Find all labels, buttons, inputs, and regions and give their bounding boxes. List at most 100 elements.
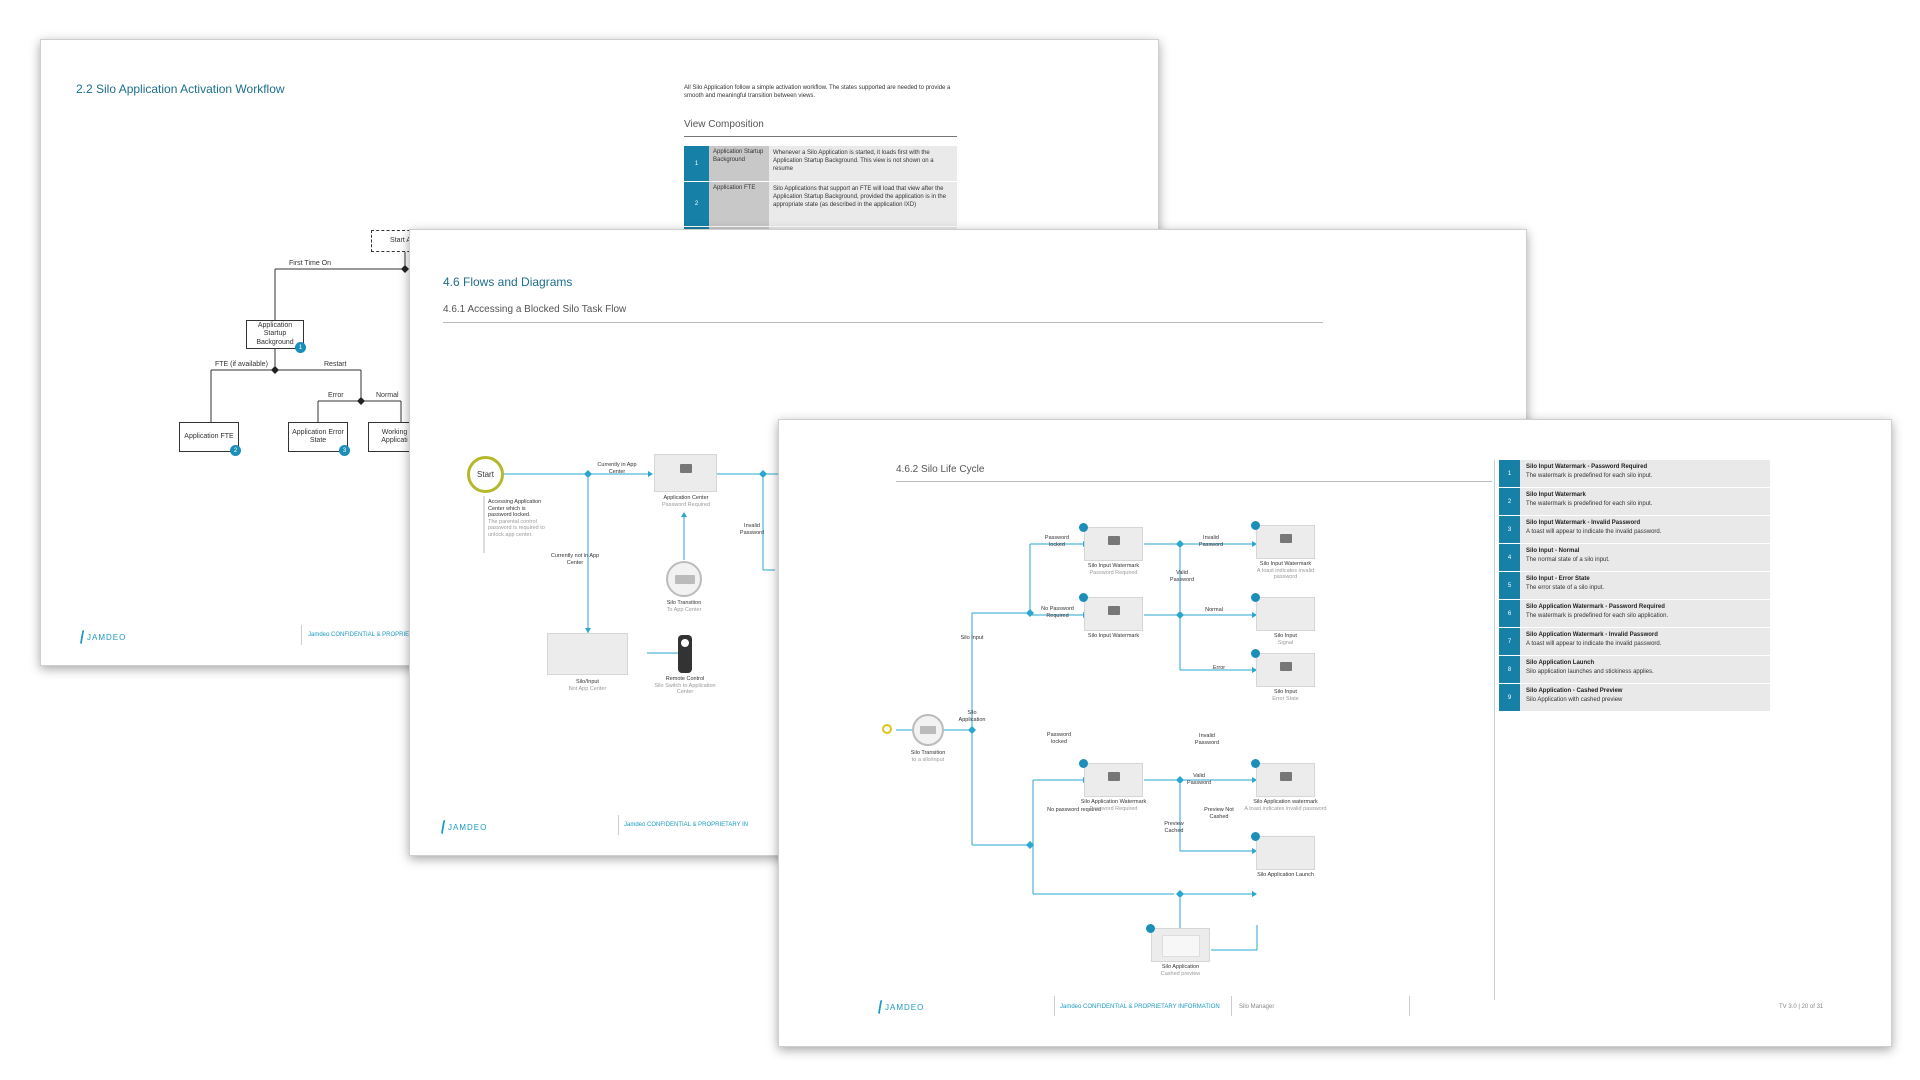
edge-label: Currently not in App Center <box>550 553 600 566</box>
row-number: 2 <box>684 182 709 226</box>
jamdeo-logo: JAMDEO <box>79 630 126 644</box>
edge-label: Preview Not Cashed <box>1204 807 1234 820</box>
badge-3 <box>1251 521 1260 530</box>
badge-8 <box>1251 832 1260 841</box>
row-name: Application Startup Background <box>709 146 769 181</box>
edge-label: Valid Password <box>1169 570 1195 583</box>
table-row: 1 Application Startup Background Wheneve… <box>684 146 957 181</box>
badge-3: 3 <box>339 445 350 456</box>
jamdeo-logo: JAMDEO <box>440 820 487 834</box>
screen-silo-app-watermark-password <box>1084 763 1143 797</box>
intro-text: All Silo Application follow a simple act… <box>684 85 951 100</box>
node-application-fte: Application FTE <box>179 422 239 452</box>
section-title: 4.6 Flows and Diagrams <box>443 275 573 289</box>
row-number: 1 <box>684 146 709 181</box>
footer-page-number: TV 3.0 | 20 of 31 <box>1779 1004 1824 1010</box>
edge-label: Invalid Password <box>739 523 765 536</box>
start-note: Accessing Application Center which is pa… <box>488 499 545 538</box>
screen-silo-app-cashed-preview <box>1151 928 1210 962</box>
edge-label: First Time On <box>289 260 332 267</box>
badge-5 <box>1251 649 1260 658</box>
footer-confidential: Jamdeo CONFIDENTIAL & PROPRIETARY <box>308 632 425 638</box>
silo-life-cycle-connectors <box>896 540 1258 951</box>
screen-silo-app-launch <box>1256 836 1315 870</box>
badge-1: 1 <box>295 342 306 353</box>
silo-transition-icon <box>912 714 944 746</box>
badge-2 <box>1079 593 1088 602</box>
start-node: Start <box>467 456 504 493</box>
screen-silo-input-invalid-password <box>1256 525 1315 559</box>
screen-silo-input-error <box>1256 653 1315 687</box>
screen-label: Silo Input Watermark <box>1087 633 1140 639</box>
edge-label: Invalid Password <box>1194 733 1220 746</box>
edge-label: Currently in App Center <box>597 462 637 475</box>
screen-silo-input <box>547 633 628 675</box>
jamdeo-logo: JAMDEO <box>877 1000 924 1014</box>
edge-label: No password required <box>1047 807 1101 813</box>
footer-confidential: Jamdeo CONFIDENTIAL & PROPRIETARY IN <box>624 822 749 828</box>
badge-7 <box>1251 759 1260 768</box>
badge-4 <box>1251 593 1260 602</box>
remote-control-icon <box>678 635 692 673</box>
edge-label: Invalid Password <box>1198 535 1224 548</box>
footer-confidential: Jamdeo CONFIDENTIAL & PROPRIETARY INFORM… <box>1060 1004 1220 1010</box>
entry-point-icon <box>882 724 892 734</box>
screen-label: Silo Application Launch <box>1257 872 1314 878</box>
node-startup-background: Application Startup Background <box>246 320 304 349</box>
edge-label: Error <box>328 392 344 399</box>
badge-1 <box>1079 523 1088 532</box>
view-composition-title: View Composition <box>684 119 764 130</box>
edge-label: Silo Input <box>960 635 984 641</box>
screen-silo-input-normal <box>1256 597 1315 631</box>
row-desc: Whenever a Silo Application is started, … <box>769 146 957 181</box>
badge-2: 2 <box>230 445 241 456</box>
edge-label: Password locked <box>1044 535 1070 548</box>
edge-label: Preview Cached <box>1164 821 1184 834</box>
edge-label: Normal <box>376 392 399 399</box>
section-title: 2.2 Silo Application Activation Workflow <box>76 82 285 96</box>
row-desc: Silo Applications that support an FTE wi… <box>769 182 957 226</box>
screen-silo-input-watermark <box>1084 597 1143 631</box>
edge-label: Normal <box>1205 607 1223 613</box>
edge-label: Valid Password <box>1186 773 1212 786</box>
subsection-title: 4.6.2 Silo Life Cycle <box>896 464 985 475</box>
edge-label: Password locked <box>1046 732 1072 745</box>
edge-label: No Password Required <box>1041 606 1074 619</box>
edge-label: Restart <box>324 361 347 368</box>
footer-document: Silo Manager <box>1239 1004 1275 1010</box>
view-composition-table: 1 Application Startup Background Wheneve… <box>684 146 957 238</box>
divider <box>896 481 1492 482</box>
divider <box>443 322 1323 323</box>
row-name: Application FTE <box>709 182 769 226</box>
screen-silo-app-invalid-password <box>1256 763 1315 797</box>
badge-9 <box>1146 924 1155 933</box>
node-application-error-state: Application Error State <box>288 422 348 452</box>
silo-transition-icon <box>666 561 702 597</box>
edge-label: Silo Application <box>958 710 986 723</box>
edge-label: FTE (if available) <box>215 361 268 368</box>
subsection-title: 4.6.1 Accessing a Blocked Silo Task Flow <box>443 304 627 315</box>
divider <box>684 136 957 137</box>
screen-application-center <box>654 454 717 492</box>
